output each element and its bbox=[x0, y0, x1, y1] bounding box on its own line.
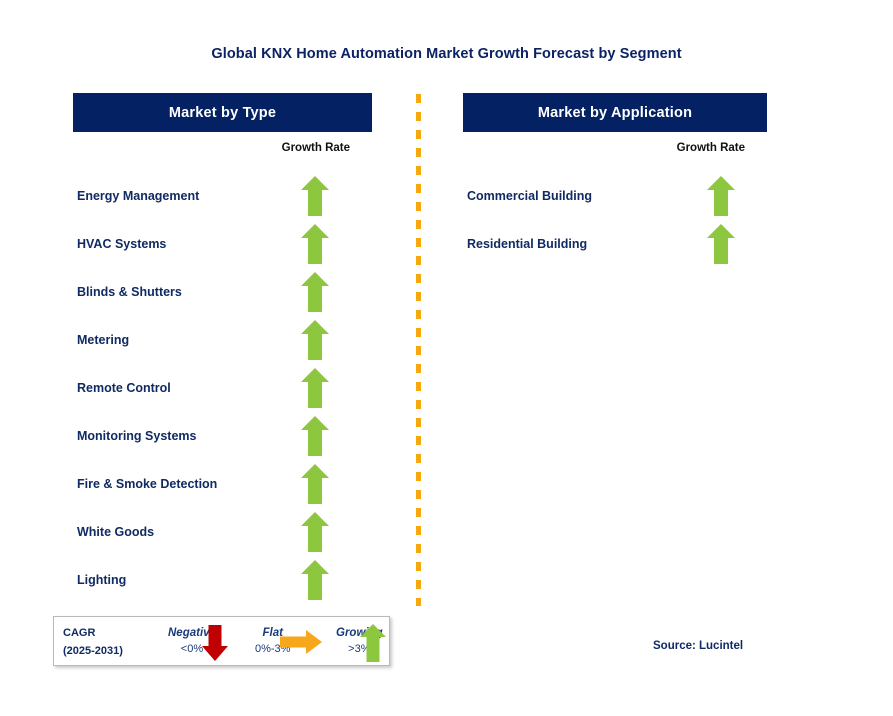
segment-label: Energy Management bbox=[77, 189, 200, 203]
arrow-up-icon bbox=[295, 510, 335, 554]
arrow-up-icon bbox=[295, 414, 335, 458]
table-row[interactable]: Metering bbox=[73, 316, 372, 364]
arrow-up-icon bbox=[358, 623, 388, 663]
table-row[interactable]: Commercial Building bbox=[463, 172, 767, 220]
arrow-up-icon bbox=[295, 558, 335, 602]
segment-label: Fire & Smoke Detection bbox=[77, 477, 218, 491]
arrow-up-icon bbox=[295, 174, 335, 218]
segment-label: Commercial Building bbox=[467, 189, 593, 203]
table-row[interactable]: Energy Management bbox=[73, 172, 372, 220]
table-row[interactable]: Residential Building bbox=[463, 220, 767, 268]
legend-period-label: (2025-2031) bbox=[63, 645, 123, 657]
arrow-up-icon bbox=[295, 366, 335, 410]
table-row[interactable]: Blinds & Shutters bbox=[73, 268, 372, 316]
legend-item-name: Negative bbox=[168, 627, 216, 639]
arrow-up-icon bbox=[701, 174, 741, 218]
legend-item-name: Flat bbox=[262, 627, 283, 639]
table-row[interactable]: Fire & Smoke Detection bbox=[73, 460, 372, 508]
segment-label: Lighting bbox=[77, 573, 127, 587]
arrow-up-icon bbox=[295, 462, 335, 506]
legend-item-range: >3% bbox=[348, 643, 371, 655]
legend-metric-label: CAGR bbox=[63, 627, 96, 639]
arrow-up-icon bbox=[295, 318, 335, 362]
arrow-up-icon bbox=[701, 222, 741, 266]
segment-label: Residential Building bbox=[467, 237, 588, 251]
market-by-type-rows: Energy Management HVAC Systems Blinds & … bbox=[73, 172, 372, 604]
market-by-type-header: Market by Type bbox=[73, 93, 372, 132]
market-by-application-rows: Commercial Building Residential Building bbox=[463, 172, 767, 268]
arrow-right-icon bbox=[279, 629, 323, 655]
market-by-type-panel: Market by Type Growth Rate Energy Manage… bbox=[73, 93, 372, 600]
table-row[interactable]: White Goods bbox=[73, 508, 372, 556]
page-title: Global KNX Home Automation Market Growth… bbox=[211, 46, 682, 62]
arrow-down-icon bbox=[198, 625, 232, 661]
column-divider bbox=[416, 94, 421, 606]
market-by-application-header: Market by Application bbox=[463, 93, 767, 132]
arrow-up-icon bbox=[295, 270, 335, 314]
segment-label: White Goods bbox=[77, 525, 155, 539]
table-row[interactable]: Monitoring Systems bbox=[73, 412, 372, 460]
legend-item-negative: Negative <0% bbox=[168, 625, 216, 657]
legend: CAGR (2025-2031) Negative <0% Flat 0%-3%… bbox=[53, 616, 390, 666]
segment-label: HVAC Systems bbox=[77, 237, 167, 251]
growth-rate-label-type: Growth Rate bbox=[281, 142, 350, 154]
market-by-application-panel: Market by Application Growth Rate Commer… bbox=[463, 93, 767, 264]
source-note: Source: Lucintel bbox=[653, 640, 744, 652]
segment-label: Monitoring Systems bbox=[77, 429, 197, 443]
table-row[interactable]: Remote Control bbox=[73, 364, 372, 412]
arrow-up-icon bbox=[295, 222, 335, 266]
segment-label: Remote Control bbox=[77, 381, 171, 395]
table-row[interactable]: HVAC Systems bbox=[73, 220, 372, 268]
legend-item-range: <0% bbox=[180, 643, 204, 655]
segment-label: Metering bbox=[77, 333, 130, 347]
table-row[interactable]: Lighting bbox=[73, 556, 372, 604]
segment-label: Blinds & Shutters bbox=[77, 285, 182, 299]
legend-cagr-block: CAGR (2025-2031) bbox=[63, 624, 123, 660]
growth-rate-label-application: Growth Rate bbox=[676, 142, 745, 154]
